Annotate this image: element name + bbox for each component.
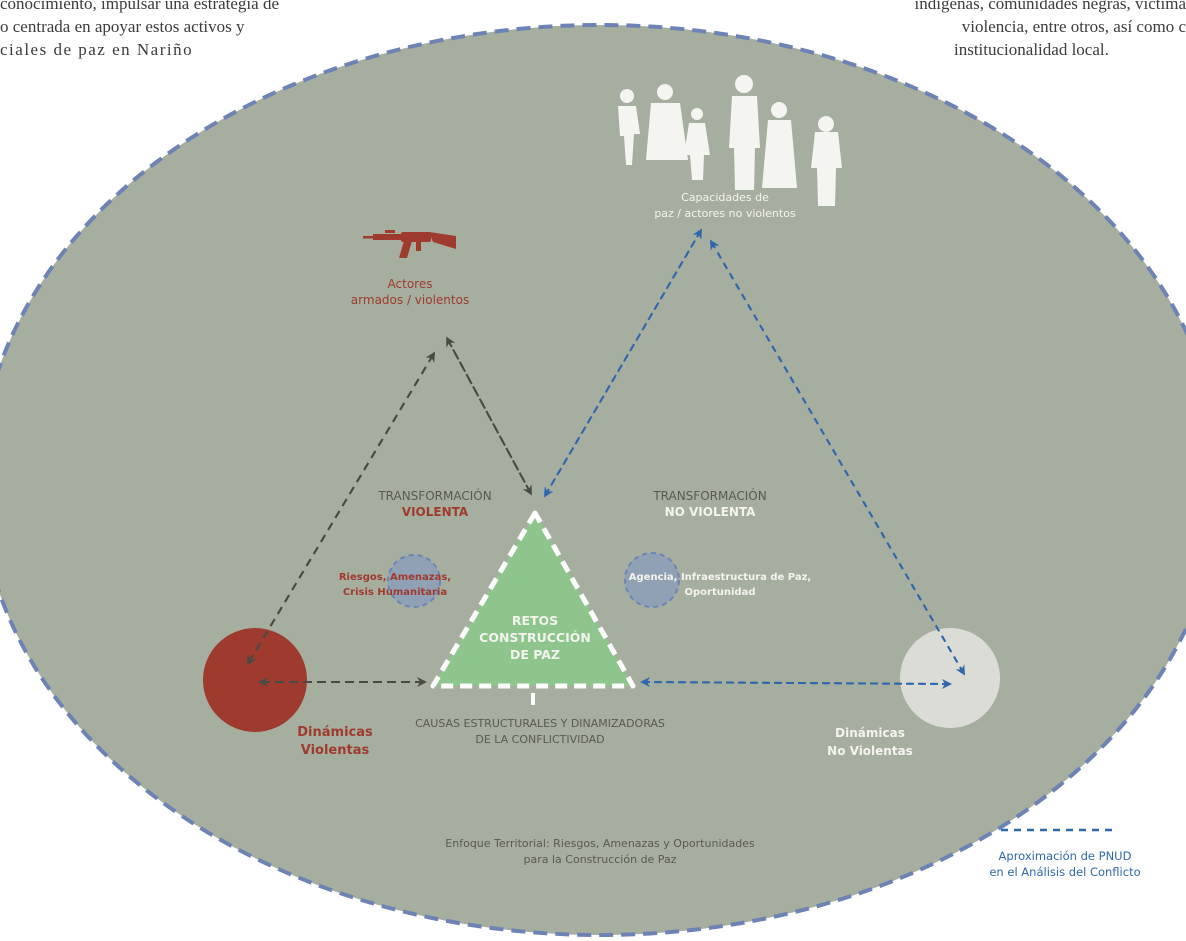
violent-dynamics-line-2: Violentas: [300, 743, 370, 758]
nonviolent-transformation-label: TRANSFORMACIÓN NO VIOLENTA: [640, 488, 780, 520]
risks-label: Riesgos, Amenazas, Crisis Humanitaria: [330, 570, 460, 600]
territorial-approach-label: Enfoque Territorial: Riesgos, Amenazas y…: [400, 836, 800, 868]
territorial-ellipse: [0, 23, 1186, 937]
violent-transformation-line-2: VIOLENTA: [401, 505, 469, 519]
violent-dynamics-line-1: Dinámicas: [297, 725, 373, 740]
pnud-legend-line-1: Aproximación de PNUD: [998, 849, 1132, 863]
top-left-text-line-2: o centrada en apoyar estos activos y: [0, 17, 245, 36]
capacities-label-line-2: paz / actores no violentos: [654, 207, 796, 220]
agency-label: Agencia, Infraestructura de Paz, Oportun…: [620, 570, 820, 600]
top-right-text-line-1: indígenas, comunidades negras, víctima: [914, 0, 1186, 13]
pnud-legend-line-2: en el Análisis del Conflicto: [989, 865, 1141, 879]
peace-challenges-triangle: [430, 510, 636, 689]
nonviolent-dynamics-label: Dinámicas No Violentas: [800, 724, 940, 760]
people-silhouettes-icon: [618, 75, 842, 206]
risks-label-line-2: Crisis Humanitaria: [342, 587, 448, 598]
armed-actors-label: Actores armados / violentos: [345, 276, 475, 308]
arrow-actors-to-violent: [246, 354, 434, 666]
capacities-label-line-1: Capacidades de: [681, 191, 769, 204]
capacities-label: Capacidades de paz / actores no violento…: [650, 190, 800, 222]
violent-transformation-label: TRANSFORMACIÓN VIOLENTA: [365, 488, 505, 520]
territorial-approach-line-2: para la Construcción de Paz: [523, 853, 677, 866]
triangle-label-line-3: DE PAZ: [509, 647, 561, 662]
armed-actors-label-line-1: Actores: [387, 277, 433, 291]
top-left-text-line-1: conocimiento, impulsar una estrategia de: [0, 0, 279, 13]
violent-dynamics-circle: [203, 628, 307, 732]
arrow-triangle-to-actors: [446, 336, 531, 493]
top-right-text-line-3: institucionalidad local.: [954, 40, 1109, 59]
risk-circle: [387, 554, 441, 608]
nonviolent-dynamics-circle: [900, 628, 1000, 728]
top-right-text-line-2: violencia, entre otros, así como c: [961, 17, 1186, 36]
nonviolent-dynamics-line-1: Dinámicas: [835, 726, 905, 740]
risks-label-line-1: Riesgos, Amenazas,: [338, 572, 452, 583]
top-left-text-line-3: ciales de paz en Nariño: [0, 40, 194, 59]
structural-causes-line-2: DE LA CONFLICTIVIDAD: [475, 733, 605, 746]
violent-dynamics-label: Dinámicas Violentas: [275, 724, 395, 760]
armed-actors-label-line-2: armados / violentos: [350, 293, 470, 307]
pnud-legend-label: Aproximación de PNUD en el Análisis del …: [970, 848, 1160, 880]
agency-label-line-2: Oportunidad: [684, 587, 756, 598]
territorial-approach-line-1: Enfoque Territorial: Riesgos, Amenazas y…: [445, 837, 755, 850]
triangle-label: RETOS CONSTRUCCIÓN DE PAZ: [470, 612, 600, 663]
nonviolent-transformation-line-2: NO VIOLENTA: [664, 505, 756, 519]
structural-causes-label: CAUSAS ESTRUCTURALES Y DINAMIZADORAS DE …: [410, 716, 670, 748]
nonviolent-transformation-line-1: TRANSFORMACIÓN: [653, 489, 767, 503]
violent-transformation-line-1: TRANSFORMACIÓN: [378, 489, 492, 503]
arrow-nonviolent-to-triangle: [640, 677, 949, 688]
rifle-icon: [363, 230, 456, 258]
triangle-label-line-1: RETOS: [511, 613, 559, 628]
arrow-capacities-to-triangle: [543, 231, 701, 498]
agency-label-line-1: Agencia, Infraestructura de Paz,: [628, 572, 812, 583]
triangle-label-line-2: CONSTRUCCIÓN: [479, 630, 591, 645]
nonviolent-dynamics-line-2: No Violentas: [827, 744, 913, 758]
agency-circle: [624, 552, 680, 608]
structural-causes-line-1: CAUSAS ESTRUCTURALES Y DINAMIZADORAS: [415, 717, 665, 730]
